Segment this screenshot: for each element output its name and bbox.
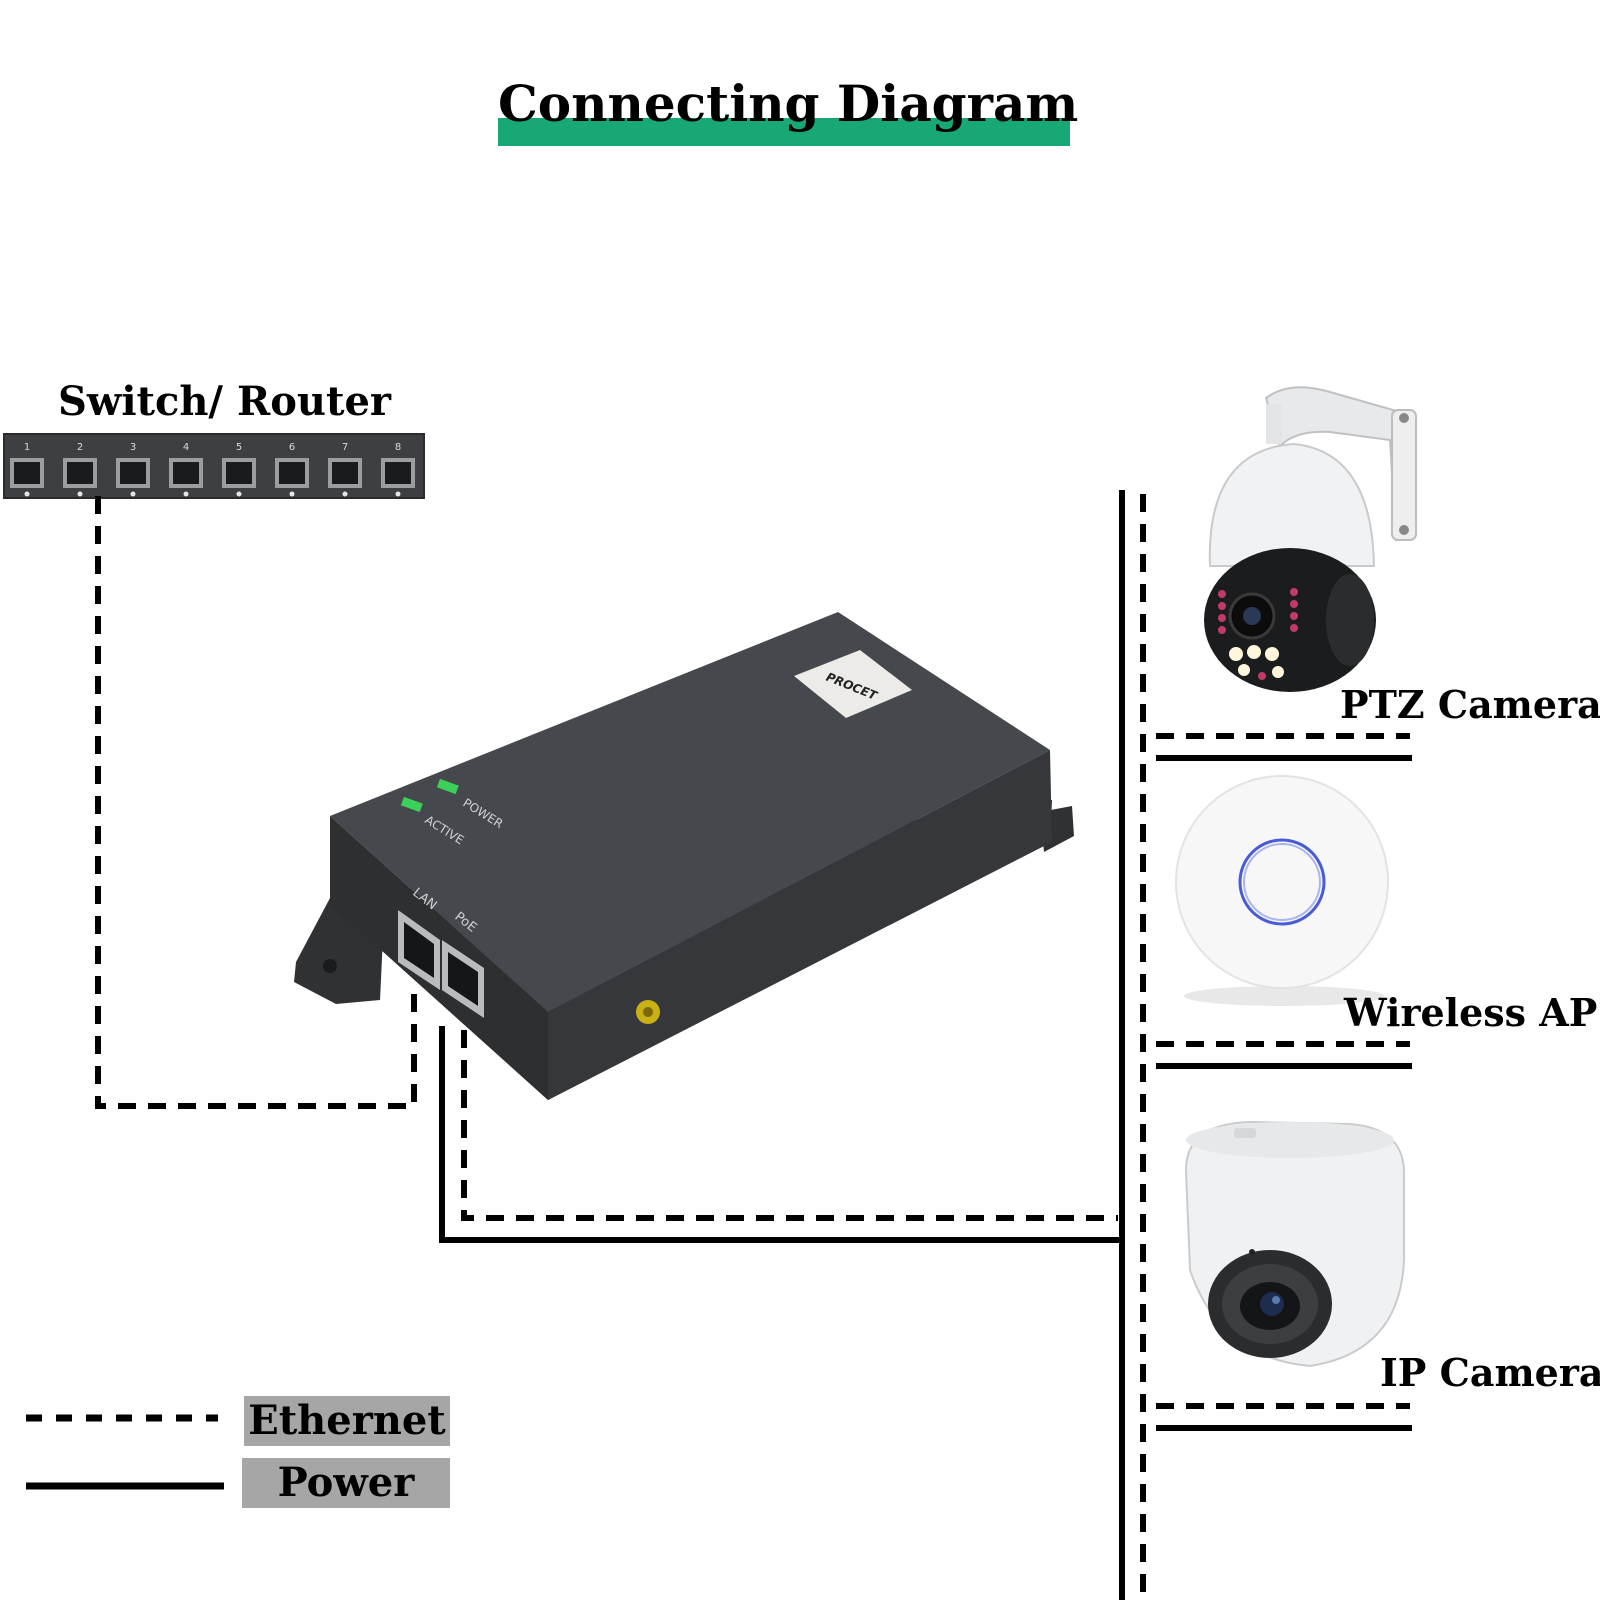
legend-lines [26, 1414, 224, 1490]
switch-router-label: Switch/ Router [58, 378, 391, 425]
switch-port-number: 4 [183, 442, 189, 453]
wireless-ap-icon [1175, 775, 1389, 1006]
switch-port-number: 3 [130, 442, 136, 453]
switch-port-8: 8 [381, 442, 415, 497]
switch-port-6: 6 [275, 442, 309, 497]
switch-router-icon: 1 2 3 4 5 6 7 8 [3, 433, 425, 499]
lan-port-icon [398, 910, 440, 990]
switch-port-2: 2 [63, 442, 97, 497]
ptz-camera-icon [1204, 386, 1417, 692]
ethernet-line-poe-out [461, 1030, 1118, 1221]
legend-ethernet-label: Ethernet [244, 1396, 450, 1446]
ptz-camera-label: PTZ Camera [1340, 682, 1600, 727]
poe-injector-icon: PROCET POWER ACTIVE LAN PoE [294, 612, 1074, 1100]
connection-lines [95, 490, 1412, 1600]
legend-power-label: Power [242, 1458, 450, 1508]
switch-port-number: 2 [77, 442, 83, 453]
switch-port-5: 5 [222, 442, 256, 497]
active-led-icon [400, 796, 423, 813]
switch-port-3: 3 [116, 442, 150, 497]
switch-port-number: 6 [289, 442, 295, 453]
title-underline-bar [498, 118, 1070, 146]
diagram-title: Connecting Diagram [498, 72, 1079, 152]
power-led-icon [436, 778, 459, 795]
switch-port-number: 1 [24, 442, 30, 453]
power-line-poe-out [439, 1026, 1124, 1243]
title-text: Connecting Diagram [498, 74, 1079, 133]
switch-port-4: 4 [169, 442, 203, 497]
ethernet-line-switch-to-lan [95, 496, 417, 1109]
switch-port-7: 7 [328, 442, 362, 497]
switch-port-1: 1 [10, 442, 44, 497]
switch-port-number: 5 [236, 442, 242, 453]
dome-camera-icon [1184, 1120, 1405, 1368]
poe-port-icon [442, 940, 484, 1018]
switch-port-number: 8 [395, 442, 401, 453]
switch-port-number: 7 [342, 442, 348, 453]
ip-camera-label: IP Camera [1380, 1350, 1600, 1395]
wireless-ap-label: Wireless AP [1344, 990, 1598, 1035]
